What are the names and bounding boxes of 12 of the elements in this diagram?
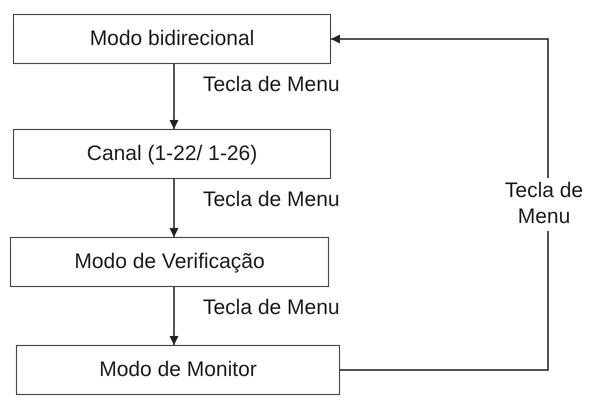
- box-label: Modo de Verificação: [74, 250, 265, 274]
- arrow: [170, 287, 178, 345]
- process-box: [13, 129, 331, 179]
- process-box: [13, 14, 331, 64]
- box-label: Canal (1-22/ 1-26): [86, 142, 258, 166]
- box-label: Modo de Monitor: [99, 358, 257, 382]
- process-box: [10, 237, 329, 287]
- arrow: [170, 179, 178, 237]
- box-label: Modo bidirecional: [90, 27, 254, 51]
- arrow: [170, 64, 178, 129]
- arrow: [331, 34, 549, 371]
- process-box: [16, 345, 340, 395]
